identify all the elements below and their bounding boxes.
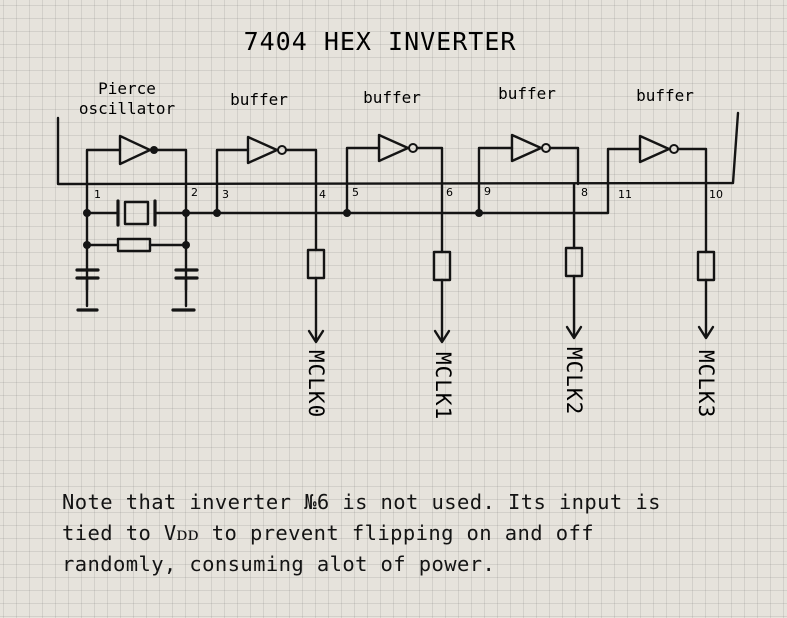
clock-bus [184, 182, 610, 215]
output-label-mclk0: MCLK0 [304, 350, 328, 418]
pin-number-9: 9 [484, 185, 491, 198]
label-oscillator: oscillator [79, 99, 176, 118]
inverter-gate-oscillator [118, 134, 158, 166]
wire-buffer-1 [215, 148, 318, 186]
label-buffer-1: buffer [230, 90, 288, 109]
inverter-gate-buffer-4 [638, 134, 679, 164]
pin-number-3: 3 [222, 188, 229, 201]
pin-number-5: 5 [352, 186, 359, 199]
output-line-2 [564, 182, 584, 340]
inverter-gate-buffer-3 [510, 133, 551, 163]
footnote-line-3: randomly, consuming alot of power. [62, 552, 496, 576]
wire-buffer-3 [477, 146, 580, 186]
chip-outline [56, 111, 740, 186]
output-label-mclk2: MCLK2 [562, 347, 586, 415]
output-label-mclk3: MCLK3 [694, 350, 718, 418]
wire-oscillator-gate [85, 148, 188, 186]
label-buffer-4: buffer [636, 86, 694, 105]
output-line-3 [696, 182, 716, 340]
pin-number-8: 8 [581, 186, 588, 199]
footnote-line-1: Note that inverter №6 is not used. Its i… [62, 490, 661, 514]
wire-buffer-2 [345, 146, 444, 186]
label-pierce: Pierce [98, 79, 156, 98]
crystal-network [75, 182, 199, 312]
pin-number-6: 6 [446, 186, 453, 199]
output-line-0 [306, 182, 326, 344]
inverter-gate-buffer-1 [246, 135, 287, 165]
diagram-title: 7404 HEX INVERTER [244, 27, 517, 56]
output-line-1 [432, 182, 452, 344]
pin-number-1: 1 [94, 188, 101, 201]
pin-number-11: 11 [618, 188, 632, 201]
footnote-line-2: tied to Vᴅᴅ to prevent flipping on and o… [62, 521, 594, 545]
wire-buffer-4 [606, 147, 708, 186]
inverter-gate-buffer-2 [377, 133, 418, 163]
output-label-mclk1: MCLK1 [431, 352, 455, 420]
footnote: Note that inverter №6 is not used. Its i… [62, 487, 762, 580]
label-buffer-3: buffer [498, 84, 556, 103]
pin-number-4: 4 [319, 188, 326, 201]
pin-number-10: 10 [709, 188, 723, 201]
pin-number-2: 2 [191, 186, 198, 199]
label-buffer-2: buffer [363, 88, 421, 107]
